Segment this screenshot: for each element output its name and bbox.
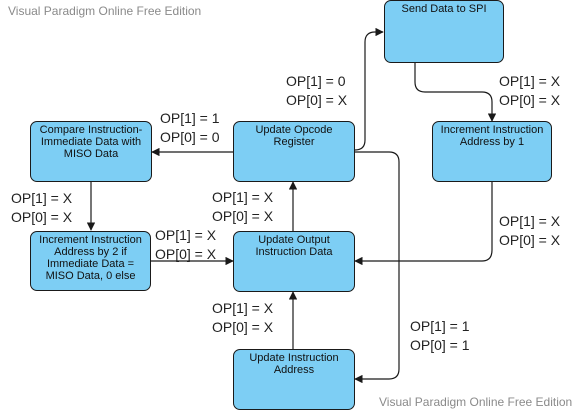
label-line: OP[0] = X	[155, 246, 217, 262]
edge-inc1-to-output	[354, 182, 493, 266]
label-line: OP[0] = X	[286, 92, 348, 108]
label-inc2-to-output: OP[1] = X OP[0] = X	[155, 226, 216, 264]
label-line: OP[0] = 1	[410, 337, 470, 353]
node-update-output-instruction-data[interactable]: Update Output Instruction Data	[233, 231, 355, 292]
node-compare-instruction[interactable]: Compare Instruction- Immediate Data with…	[30, 121, 152, 182]
watermark-bottom: Visual Paradigm Online Free Edition	[379, 395, 573, 409]
label-to-compare: OP[1] = 1 OP[0] = 0	[160, 109, 220, 147]
label-line: OP[0] = X	[499, 232, 561, 248]
label-line: OP[1] = X	[212, 300, 274, 316]
label-line: OP[1] = 1	[160, 110, 220, 126]
label-line: OP[0] = X	[499, 92, 561, 108]
label-line: OP[1] = X	[499, 213, 561, 229]
label-line: OP[1] = 1	[410, 318, 470, 334]
label-line: OP[0] = X	[212, 208, 274, 224]
label-line: OP[1] = X	[155, 227, 217, 243]
node-update-opcode-register[interactable]: Update Opcode Register	[233, 121, 355, 182]
label-compare-to-inc2: OP[1] = X OP[0] = X	[11, 189, 72, 227]
label-addr-to-output: OP[1] = X OP[0] = X	[212, 299, 273, 337]
label-line: OP[1] = X	[499, 73, 561, 89]
label-line: OP[1] = X	[11, 190, 73, 206]
label-line: OP[1] = 0	[286, 73, 346, 89]
label-spi-to-inc1: OP[1] = X OP[0] = X	[499, 72, 560, 110]
label-line: OP[1] = X	[212, 189, 274, 205]
label-line: OP[0] = 0	[160, 129, 220, 145]
edge-opcode-to-spi	[354, 27, 384, 151]
watermark-top: Visual Paradigm Online Free Edition	[8, 4, 202, 18]
node-update-instruction-address[interactable]: Update Instruction Address	[233, 349, 355, 410]
label-output-to-opcode: OP[1] = X OP[0] = X	[212, 188, 273, 226]
label-line: OP[0] = X	[11, 209, 73, 225]
label-opcode-to-addr: OP[1] = 1 OP[0] = 1	[410, 317, 470, 355]
label-to-spi: OP[1] = 0 OP[0] = X	[286, 72, 347, 110]
node-increment-by-2[interactable]: Increment Instruction Address by 2 if Im…	[30, 231, 151, 291]
edge-spi-to-inc1	[414, 63, 497, 122]
edge-opcode-to-addr	[354, 151, 400, 384]
node-increment-by-1[interactable]: Increment Instruction Address by 1	[432, 121, 552, 182]
label-inc1-to-output: OP[1] = X OP[0] = X	[499, 212, 560, 250]
label-line: OP[0] = X	[212, 319, 274, 335]
node-send-data-to-spi[interactable]: Send Data to SPI	[384, 0, 504, 63]
